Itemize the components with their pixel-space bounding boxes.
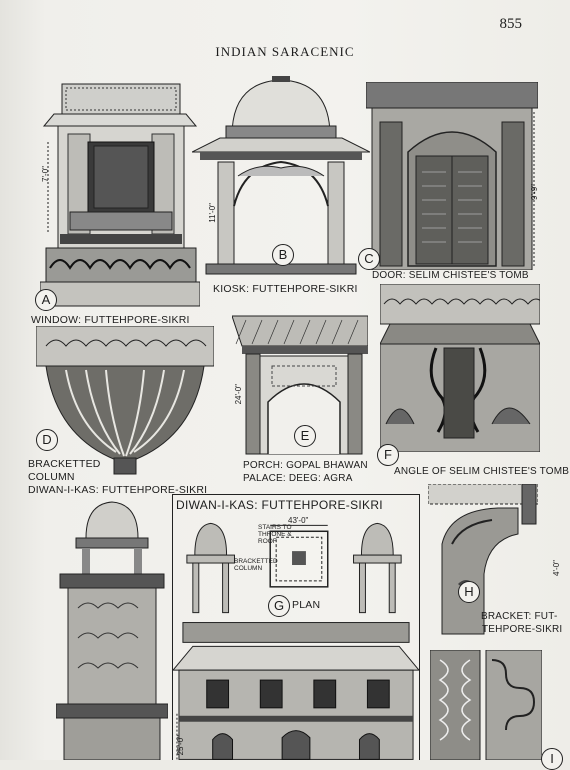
plate-g-plan-dimension: 43'-0" — [288, 516, 309, 525]
plate-f-caption: ANGLE OF SELIM CHISTEE'S TOMB — [394, 466, 570, 477]
plate-g-note-stairs-3: ROOF — [258, 538, 277, 545]
plate-g-note-column-1: BRACKETTED — [234, 558, 278, 565]
plate-h-caption-line-1: BRACKET: FUT- — [481, 611, 558, 622]
plate-b-kiosk-drawing — [192, 76, 370, 276]
plate-a-caption: WINDOW: FUTTEHPORE-SIKRI — [31, 314, 190, 326]
plate-c-dimension: 9'-9" — [530, 184, 539, 200]
plate-b-dimension: 11'-0" — [208, 203, 217, 223]
plate-g-note-column-2: COLUMN — [234, 565, 263, 572]
plate-g-plan-label: PLAN — [292, 599, 321, 611]
plate-g-diwan-frame — [172, 494, 420, 760]
plate-d-caption-line-3: DIWAN-I-KAS: FUTTEHPORE-SIKRI — [28, 484, 208, 496]
page-number: 855 — [499, 16, 523, 32]
plate-d-letter: D — [36, 429, 58, 451]
plate-f-letter: F — [377, 444, 399, 466]
plate-h-bracket-drawing — [428, 484, 538, 646]
plate-g-note-stairs-1: STAIRS TO — [258, 524, 292, 531]
plate-h-letter: H — [458, 581, 480, 603]
plate-e-letter: E — [294, 425, 316, 447]
page-title: INDIAN SARACENIC — [215, 44, 355, 59]
minaret-drawing — [56, 498, 168, 760]
plate-f-tomb-angle-drawing — [380, 284, 540, 452]
plate-a-window-drawing — [40, 82, 200, 312]
plate-e-porch-drawing — [232, 306, 368, 456]
plate-g-letter: G — [268, 595, 290, 617]
plate-g-title: DIWAN-I-KAS: FUTTEHPORE-SIKRI — [176, 498, 383, 512]
plate-a-letter: A — [35, 289, 57, 311]
plate-a-dimension: 7'-0" — [41, 166, 50, 182]
plate-d-caption-line-1: BRACKETTED — [28, 458, 101, 470]
plate-g-side-dimension: 25'-0" — [176, 735, 185, 756]
plate-h-dimension: 4'-0" — [552, 560, 561, 576]
plate-h-caption-line-2: TEHPORE-SIKRI — [482, 624, 563, 635]
plate-c-door-drawing — [366, 82, 538, 270]
plate-g-note-stairs-2: THRONE & — [258, 531, 292, 538]
plate-b-caption: KIOSK: FUTTEHPORE-SIKRI — [213, 283, 358, 295]
plate-i-ornament-drawing — [430, 650, 542, 760]
plate-e-dimension: 24'-0" — [234, 384, 243, 405]
plate-d-caption-line-2: COLUMN — [28, 471, 75, 483]
plate-i-letter: I — [541, 748, 563, 770]
plate-e-caption-line-2: PALACE: DEEG: AGRA — [243, 473, 353, 484]
plate-b-letter: B — [272, 244, 294, 266]
plate-c-letter: C — [358, 248, 380, 270]
plate-c-caption: DOOR: SELIM CHISTEE'S TOMB — [372, 270, 529, 281]
plate-d-bracket-column-drawing — [36, 326, 214, 478]
plate-e-caption-line-1: PORCH: GOPAL BHAWAN — [243, 460, 368, 471]
